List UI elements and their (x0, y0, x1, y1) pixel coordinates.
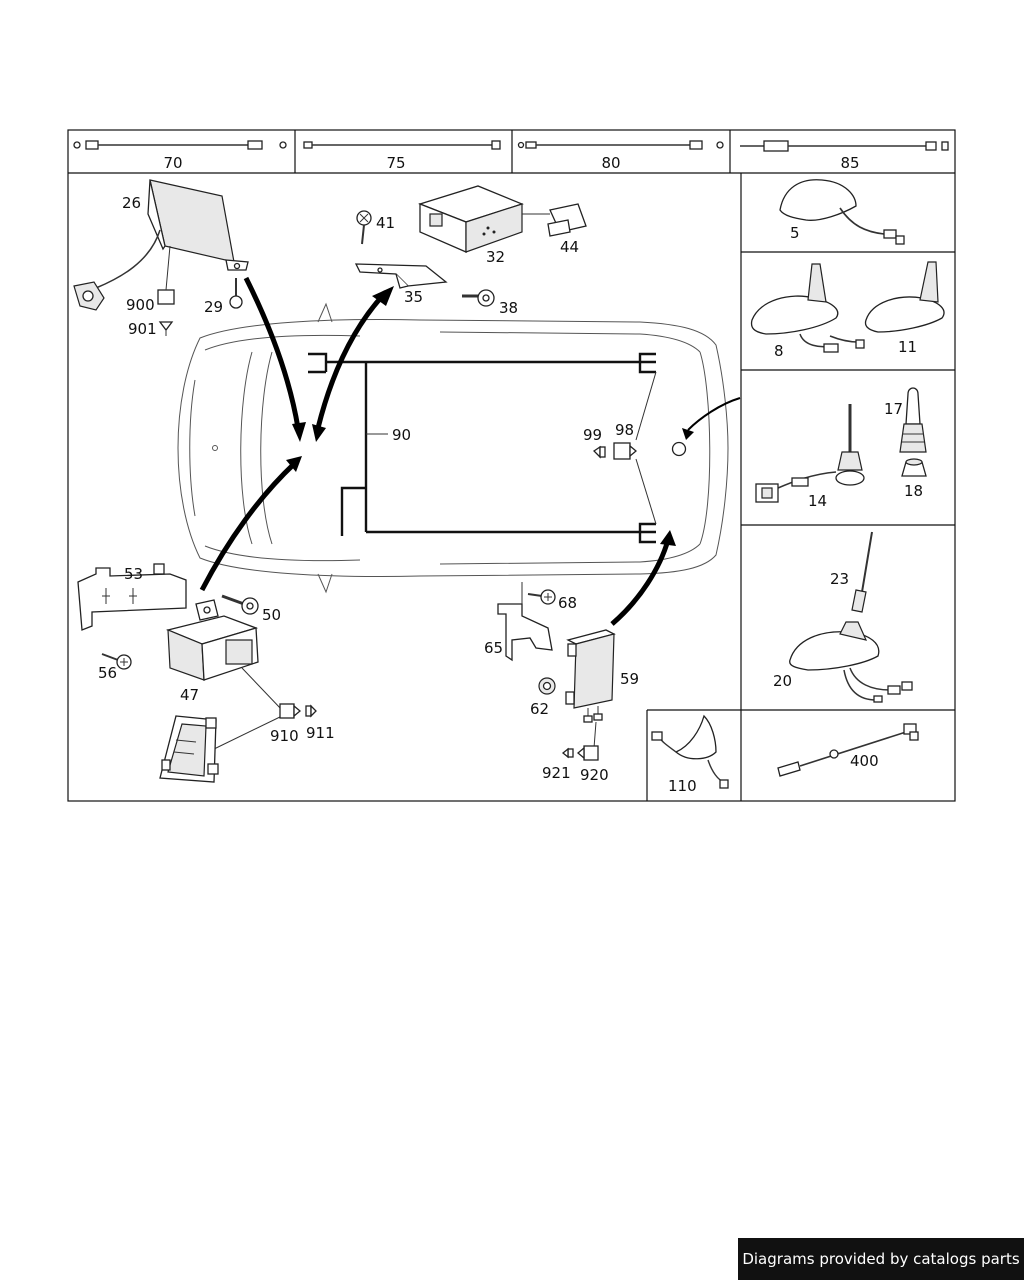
module-32 (418, 185, 524, 253)
connector-900 (157, 245, 175, 305)
label-921: 921 (542, 764, 571, 782)
label-8: 8 (774, 342, 784, 360)
label-68: 68 (558, 594, 577, 612)
car-outline (177, 302, 729, 594)
antenna-rod-17 (899, 387, 927, 453)
screw-68 (527, 589, 556, 605)
label-65: 65 (484, 639, 503, 657)
antenna-110 (651, 714, 729, 789)
label-18: 18 (904, 482, 923, 500)
grommet-62 (538, 677, 556, 695)
module-47-underside (159, 715, 219, 783)
label-14: 14 (808, 492, 827, 510)
amplifier-59 (565, 629, 616, 749)
plug-911 (305, 704, 317, 718)
label-56: 56 (98, 664, 117, 682)
cable-70 (73, 140, 287, 150)
antenna-mount-hole (671, 441, 687, 457)
antenna-base-20 (789, 621, 913, 703)
plug-99 (592, 445, 606, 459)
clip-44 (522, 203, 587, 237)
label-32: 32 (486, 248, 505, 266)
nut-18 (901, 458, 927, 477)
bolt-38 (462, 289, 495, 307)
label-38: 38 (499, 299, 518, 317)
footer-banner: Diagrams provided by catalogs parts (738, 1238, 1024, 1280)
label-35: 35 (404, 288, 423, 306)
antenna-5 (779, 179, 905, 245)
label-110: 110 (668, 777, 697, 795)
cable-80 (517, 140, 724, 150)
connector-910 (279, 703, 302, 719)
connector-98 (613, 442, 638, 460)
bolt-50 (221, 594, 259, 615)
screw-29 (229, 278, 243, 309)
label-50: 50 (262, 606, 281, 624)
plug-921 (561, 747, 574, 759)
label-85: 85 (840, 154, 859, 172)
plug-901 (158, 321, 174, 336)
label-53: 53 (124, 565, 143, 583)
label-23: 23 (830, 570, 849, 588)
antenna-14 (755, 404, 865, 503)
label-901: 901 (128, 320, 157, 338)
label-62: 62 (530, 700, 549, 718)
label-59: 59 (620, 670, 639, 688)
label-75: 75 (386, 154, 405, 172)
cable-85 (740, 140, 949, 152)
bracket-35 (354, 263, 448, 289)
antenna-11 (864, 261, 945, 333)
label-920: 920 (580, 766, 609, 784)
label-11: 11 (898, 338, 917, 356)
label-90: 90 (392, 426, 411, 444)
label-47: 47 (180, 686, 199, 704)
label-41: 41 (376, 214, 395, 232)
label-17: 17 (884, 400, 903, 418)
label-900: 900 (126, 296, 155, 314)
module-47 (165, 599, 259, 681)
antenna-8 (750, 263, 865, 353)
cable-400 (777, 723, 919, 777)
label-98: 98 (615, 421, 634, 439)
arrows (199, 276, 741, 626)
antenna-rod-23 (851, 531, 873, 613)
bracket-53 (77, 563, 187, 631)
screw-56 (101, 653, 132, 670)
bracket-65 (497, 582, 553, 662)
control-unit-26 (73, 179, 249, 311)
label-80: 80 (601, 154, 620, 172)
label-5: 5 (790, 224, 800, 242)
diagram-frame (67, 129, 956, 802)
label-20: 20 (773, 672, 792, 690)
label-29: 29 (204, 298, 223, 316)
label-70: 70 (163, 154, 182, 172)
label-911: 911 (306, 724, 335, 742)
cable-75 (303, 140, 501, 150)
label-910: 910 (270, 727, 299, 745)
harness-90 (308, 352, 656, 544)
label-26: 26 (122, 194, 141, 212)
label-400: 400 (850, 752, 879, 770)
screw-41 (356, 210, 372, 245)
label-44: 44 (560, 238, 579, 256)
connector-920 (576, 745, 599, 761)
label-99: 99 (583, 426, 602, 444)
